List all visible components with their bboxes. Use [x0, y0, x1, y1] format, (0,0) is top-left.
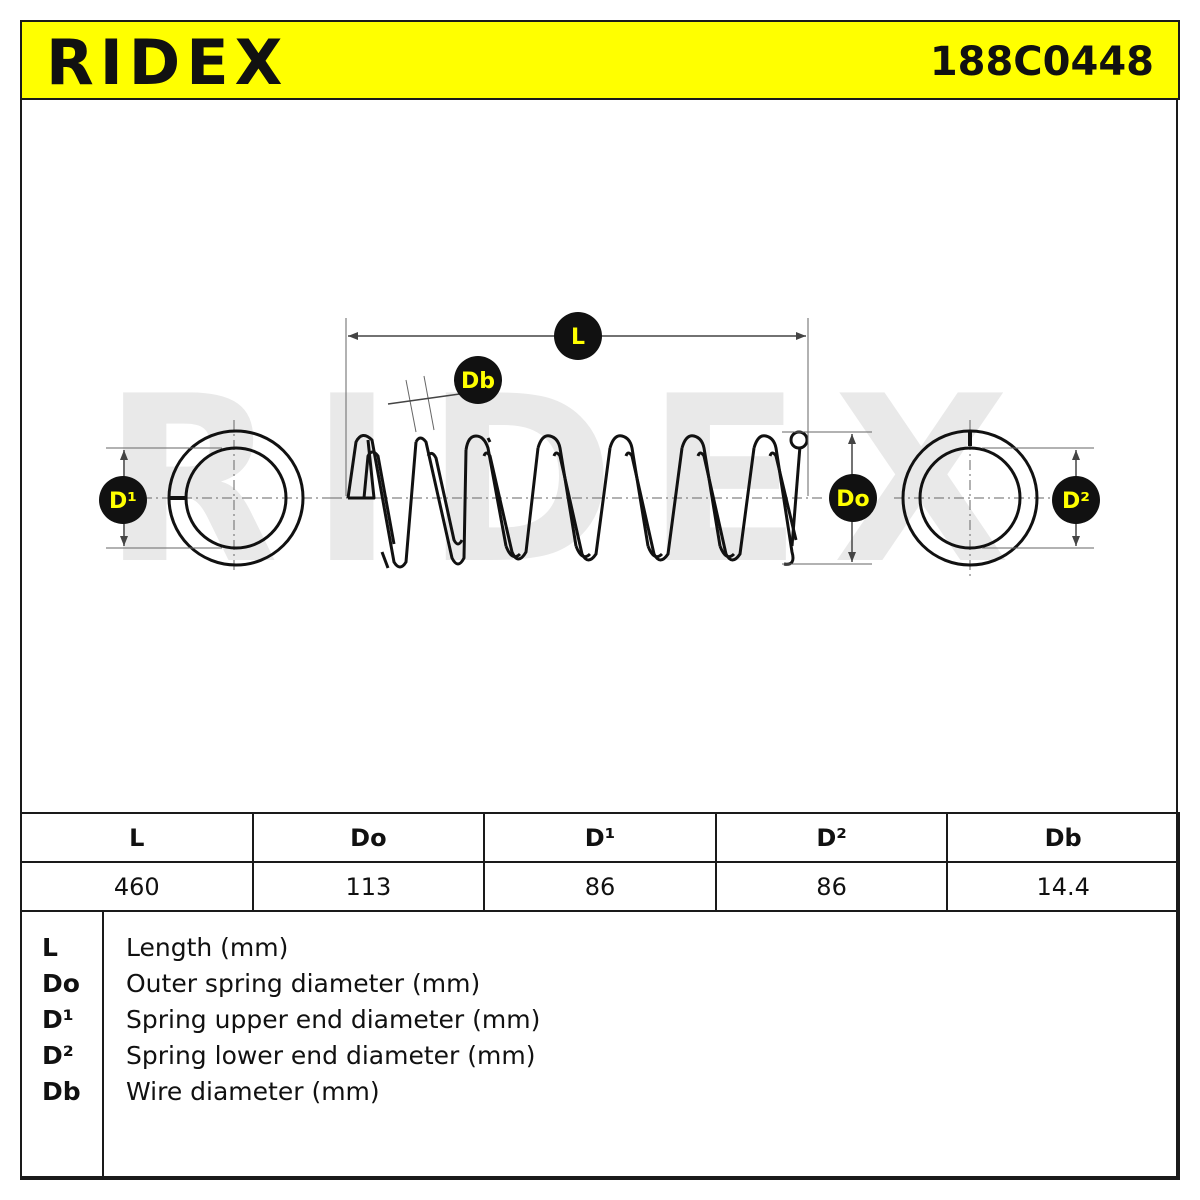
spec-value-d1: 86 [483, 861, 717, 912]
watermark-text: RIDEX [102, 348, 1040, 615]
legend-item: Do Outer spring diameter (mm) [22, 966, 1178, 1002]
spec-value-d2: 86 [714, 861, 949, 912]
l-badge-label: L [571, 325, 585, 350]
spec-value-db: 14.4 [946, 861, 1180, 912]
l-badge [554, 312, 602, 360]
legend-symbol: Do [42, 969, 80, 998]
legend-description: Wire diameter (mm) [126, 1077, 380, 1106]
spring-diagram: RIDEX D¹ [22, 100, 1178, 812]
d2-badge-label: D² [1062, 489, 1090, 514]
legend-description: Length (mm) [126, 933, 289, 962]
spring-side-view: L Db Do [332, 312, 877, 569]
legend-symbol: L [42, 933, 58, 962]
legend-symbol: D¹ [42, 1005, 74, 1034]
legend-divider [102, 912, 104, 1178]
header-bar: RIDEX 188C0448 [20, 20, 1180, 100]
spec-header-do: Do [251, 812, 486, 863]
brand-logo: RIDEX [46, 26, 289, 99]
legend-symbol: D² [42, 1041, 74, 1070]
diagram-canvas: RIDEX D¹ [99, 312, 1100, 615]
legend-description: Outer spring diameter (mm) [126, 969, 481, 998]
spec-value-l: 460 [20, 861, 254, 912]
spec-header-row: L Do D¹ D² Db [20, 812, 1180, 863]
d1-badge [99, 476, 147, 524]
do-badge-label: Do [836, 487, 869, 512]
legend-symbol: Db [42, 1077, 81, 1106]
d1-badge-label: D¹ [109, 489, 137, 514]
part-number: 188C0448 [929, 39, 1154, 85]
db-badge-label: Db [461, 369, 495, 394]
legend-box: L Length (mm) Do Outer spring diameter (… [20, 910, 1180, 1180]
legend-item: Db Wire diameter (mm) [22, 1074, 1178, 1110]
spec-header-d1: D¹ [483, 812, 717, 863]
legend-item: L Length (mm) [22, 930, 1178, 966]
spec-table: L Do D¹ D² Db 460 113 86 86 14.4 [20, 812, 1180, 912]
d2-badge [1052, 476, 1100, 524]
spec-header-l: L [20, 812, 254, 863]
legend-item: D¹ Spring upper end diameter (mm) [22, 1002, 1178, 1038]
lower-end-view: D² [894, 420, 1100, 576]
db-badge [454, 356, 502, 404]
spec-header-d2: D² [714, 812, 949, 863]
spec-value-do: 113 [251, 861, 486, 912]
upper-end-view: D¹ [99, 420, 342, 572]
spec-value-row: 460 113 86 86 14.4 [20, 861, 1180, 912]
legend-item: D² Spring lower end diameter (mm) [22, 1038, 1178, 1074]
legend-description: Spring upper end diameter (mm) [126, 1005, 541, 1034]
do-badge [829, 474, 877, 522]
legend-description: Spring lower end diameter (mm) [126, 1041, 536, 1070]
spec-header-db: Db [946, 812, 1180, 863]
